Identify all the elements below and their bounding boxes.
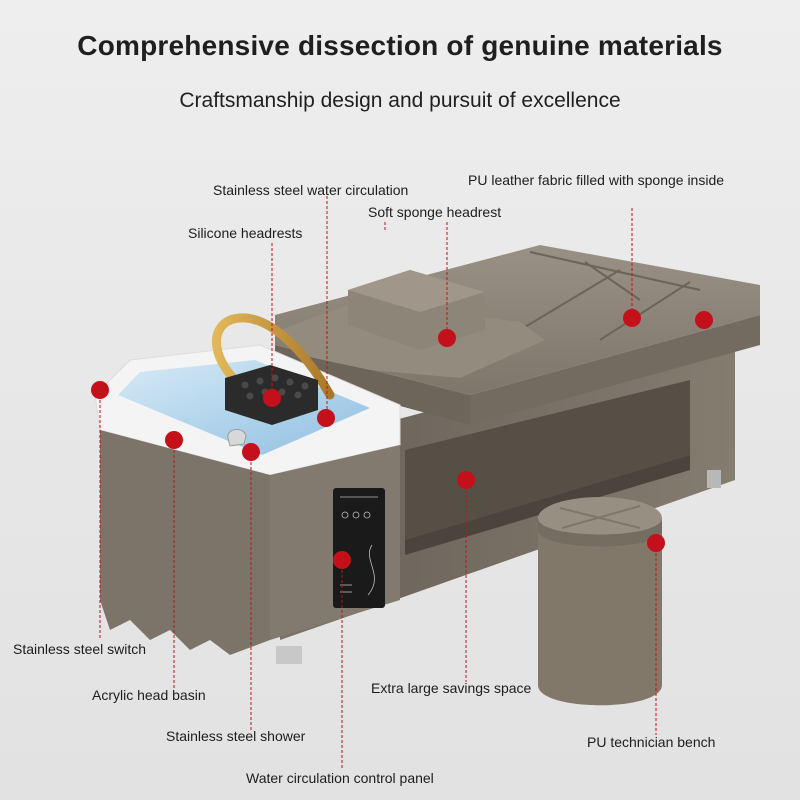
- label-water-circulation: Stainless steel water circulation: [213, 182, 409, 198]
- marker-control-panel: [333, 551, 351, 569]
- label-storage: Extra large savings space: [371, 680, 532, 696]
- control-panel: [333, 488, 385, 608]
- label-pu-leather: PU leather fabric filled with sponge ins…: [468, 172, 725, 188]
- bench-top-stitch: [559, 505, 641, 529]
- cushion-stitch: [519, 251, 701, 341]
- marker-water-circulation: [317, 409, 335, 427]
- label-control-panel: Water circulation control panel: [246, 770, 434, 786]
- label-basin: Acrylic head basin: [92, 687, 206, 703]
- label-shower: Stainless steel shower: [166, 728, 306, 744]
- leg-front: [276, 646, 302, 664]
- marker-pu-leather-2: [695, 311, 713, 329]
- leg-right: [707, 470, 721, 488]
- marker-storage: [457, 471, 475, 489]
- label-bench: PU technician bench: [587, 734, 716, 750]
- storage-opening: [405, 380, 690, 540]
- shower-head: [227, 429, 247, 447]
- marker-bench: [647, 534, 665, 552]
- bench-body: [538, 518, 662, 706]
- label-silicone-headrests: Silicone headrests: [188, 225, 303, 241]
- top-cushion-side: [470, 315, 760, 425]
- top-cushion-left-side: [275, 345, 470, 425]
- page-title: Comprehensive dissection of genuine mate…: [77, 30, 723, 61]
- marker-silicone: [263, 389, 281, 407]
- marker-switch: [91, 381, 109, 399]
- marker-pu-leather-1: [623, 309, 641, 327]
- page-subtitle: Craftsmanship design and pursuit of exce…: [179, 89, 621, 112]
- basin-body: [100, 430, 270, 655]
- water-circulation-pipe: [212, 313, 335, 410]
- marker-shower: [242, 443, 260, 461]
- marker-basin: [165, 431, 183, 449]
- marker-soft-sponge: [438, 329, 456, 347]
- label-soft-sponge: Soft sponge headrest: [368, 204, 502, 220]
- leader-lines: [99, 196, 657, 770]
- storage-shelf: [405, 455, 690, 555]
- markers: [91, 309, 713, 569]
- label-switch: Stainless steel switch: [13, 641, 147, 657]
